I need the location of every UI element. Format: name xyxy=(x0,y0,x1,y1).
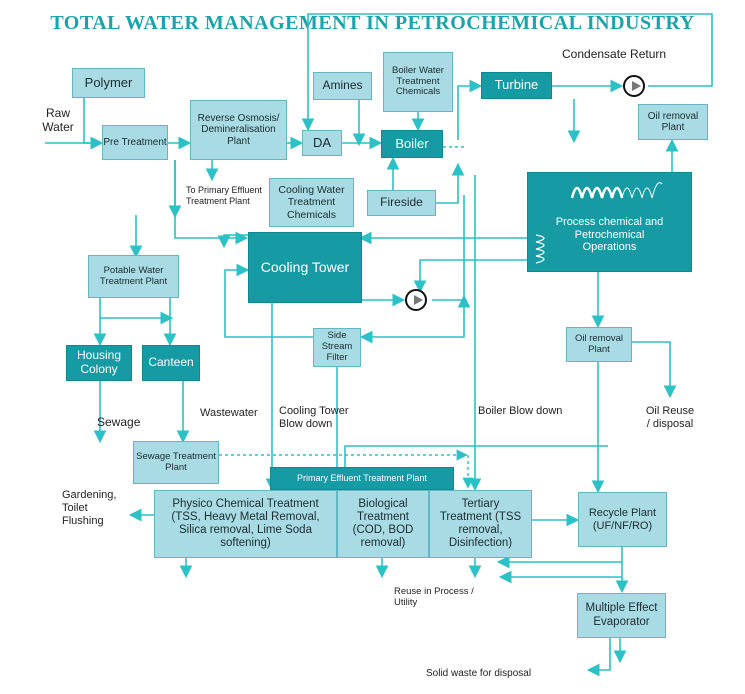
housing-colony-box: Housing Colony xyxy=(66,345,132,381)
polymer-box: Polymer xyxy=(72,68,145,98)
fireside-box: Fireside xyxy=(367,190,436,216)
raw-water-label: Raw Water xyxy=(42,106,74,135)
coil-icon xyxy=(535,234,545,264)
canteen-box: Canteen xyxy=(142,345,200,381)
to-petp-label: To Primary Effluent Treatment Plant xyxy=(186,185,262,206)
turbine-box: Turbine xyxy=(481,72,552,99)
oil-removal-plant-top: Oil removal Plant xyxy=(638,104,708,140)
side-stream-filter-box: Side Stream Filter xyxy=(313,328,361,367)
wave-icon xyxy=(570,182,663,199)
pump-icon xyxy=(405,289,427,311)
da-box: DA xyxy=(302,130,342,156)
physico-chemical-box: Physico Chemical Treatment (TSS, Heavy M… xyxy=(154,490,337,558)
boiler-blowdown-label: Boiler Blow down xyxy=(478,405,563,417)
cooling-water-chemicals-box: Cooling Water Treatment Chemicals xyxy=(269,178,354,227)
recycle-plant-box: Recycle Plant (UF/NF/RO) xyxy=(578,492,667,547)
oil-reuse-label: Oil Reuse / disposal xyxy=(645,405,695,431)
wastewater-label: Wastewater xyxy=(200,407,258,419)
pre-treatment-box: Pre Treatment xyxy=(102,125,168,160)
pump-icon xyxy=(623,75,645,97)
cooling-tower-box: Cooling Tower xyxy=(248,232,362,303)
oil-removal-plant-mid: Oil removal Plant xyxy=(566,327,632,362)
solid-waste-label: Solid waste for disposal xyxy=(426,668,532,679)
potable-water-plant-box: Potable Water Treatment Plant xyxy=(88,255,179,298)
primary-effluent-header: Primary Effluent Treatment Plant xyxy=(270,467,454,490)
tertiary-treatment-box: Tertiary Treatment (TSS removal, Disinfe… xyxy=(429,490,532,558)
diagram-title: TOTAL WATER MANAGEMENT IN PETROCHEMICAL … xyxy=(50,12,695,34)
sewage-label: Sewage xyxy=(97,415,141,429)
boiler-chemicals-box: Boiler Water Treatment Chemicals xyxy=(383,52,453,112)
reuse-label: Reuse in Process / Utility xyxy=(394,586,474,609)
mee-box: Multiple Effect Evaporator xyxy=(577,593,666,638)
ro-demineralisation-box: Reverse Osmosis/ Demineralisation Plant xyxy=(190,100,287,160)
sewage-treatment-plant-box: Sewage Treatment Plant xyxy=(133,441,219,484)
condensate-return-label: Condensate Return xyxy=(562,47,667,61)
gardening-label: Gardening, Toilet Flushing xyxy=(62,489,117,528)
boiler-box: Boiler xyxy=(381,130,443,158)
biological-treatment-box: Biological Treatment (COD, BOD removal) xyxy=(337,490,429,558)
amines-box: Amines xyxy=(313,72,372,100)
cooling-tower-blowdown-label: Cooling Tower Blow down xyxy=(279,405,349,431)
